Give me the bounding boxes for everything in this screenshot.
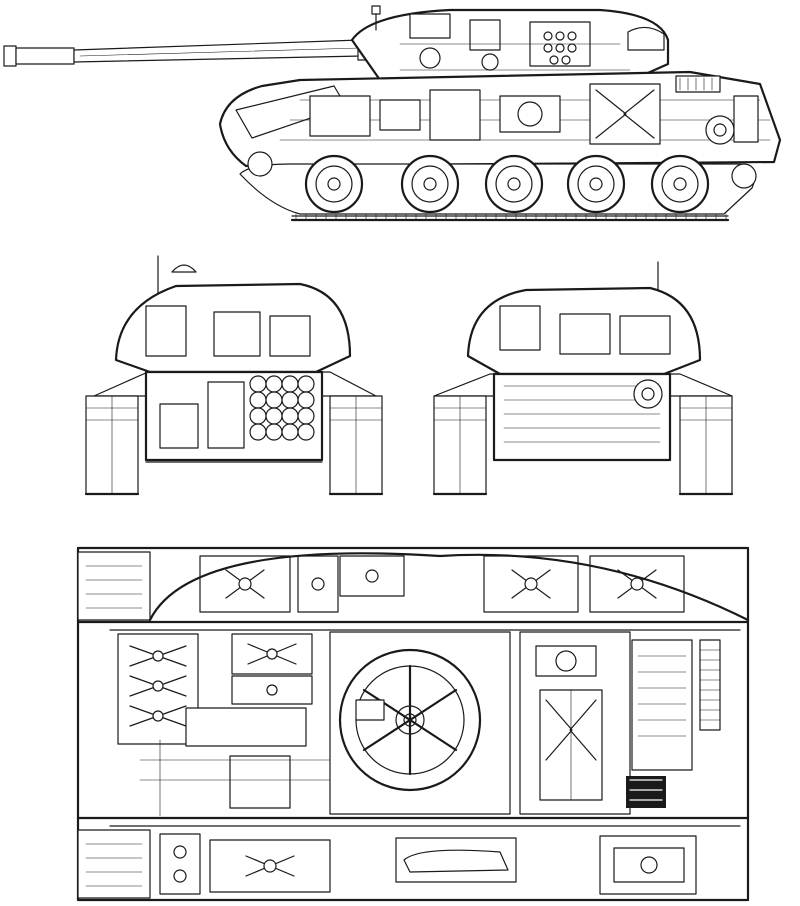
turret-section xyxy=(350,5,670,82)
side-cutaway-view xyxy=(3,5,782,222)
top-plan-view xyxy=(76,546,750,902)
turret-ammo-rack xyxy=(543,31,577,65)
front-ammo-rack xyxy=(249,375,315,441)
track-links xyxy=(290,213,730,222)
front-section-view xyxy=(84,255,384,496)
rear-right-track xyxy=(678,395,734,496)
engine-block xyxy=(589,75,721,145)
upper-fender-stowage xyxy=(77,551,750,622)
front-left-track xyxy=(84,395,140,496)
road-wheel-3 xyxy=(484,154,544,214)
road-wheel-2 xyxy=(400,154,460,214)
lower-fender-stowage xyxy=(77,829,697,899)
rear-section-view xyxy=(432,261,734,496)
main-gun-barrel xyxy=(3,33,373,67)
road-wheel-4 xyxy=(566,154,626,214)
turret-ring-plan xyxy=(329,631,511,815)
road-wheel-1 xyxy=(304,154,364,214)
rear-left-track xyxy=(432,395,488,496)
road-wheel-5 xyxy=(650,154,710,214)
left-fuel-cells xyxy=(117,633,313,745)
running-gear xyxy=(239,151,757,222)
front-right-track xyxy=(328,395,384,496)
hull-side xyxy=(218,70,782,168)
engine-bay-plan xyxy=(519,631,666,815)
